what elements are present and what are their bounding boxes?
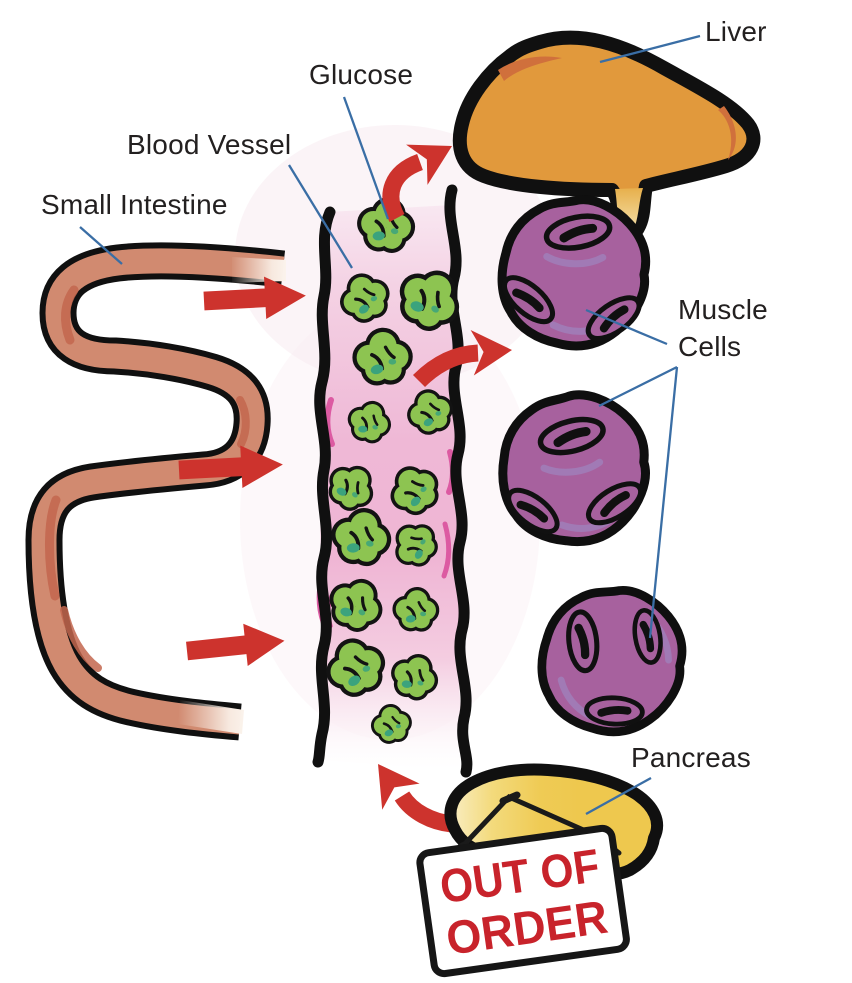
curved-arrow-muscle-icon (412, 327, 514, 388)
curved-arrow-liver-icon (382, 125, 463, 223)
muscle-cell-1 (495, 195, 652, 349)
label-small-intestine: Small Intestine (41, 189, 228, 220)
out-of-order-sign: OUT OF ORDER (416, 824, 630, 978)
leader-glucose (342, 96, 390, 220)
leader-muscle-1 (585, 308, 668, 346)
liver-highlight-left (498, 56, 562, 81)
leader-pancreas (585, 776, 652, 816)
muscle-cell-2 (495, 390, 650, 546)
muscle-cell-3 (535, 583, 688, 739)
leader-muscle-2 (598, 365, 678, 408)
label-glucose: Glucose (309, 59, 414, 90)
leader-liver (599, 34, 701, 64)
intestine-shading (45, 285, 250, 672)
leader-blood-vessel (288, 164, 353, 269)
label-blood-vessel: Blood Vessel (127, 129, 292, 160)
label-muscle-cells: Muscle Cells (678, 294, 768, 362)
intestine-open-end-bottom (178, 700, 244, 734)
label-pancreas: Pancreas (631, 742, 751, 773)
liver-highlight-right (718, 106, 736, 160)
leader-muscle-3 (648, 366, 679, 639)
label-liver: Liver (705, 16, 767, 47)
sign-board (416, 824, 630, 978)
intestine-open-end-top (232, 257, 286, 283)
leader-lines (79, 34, 701, 816)
leader-small-intestine (79, 226, 123, 265)
